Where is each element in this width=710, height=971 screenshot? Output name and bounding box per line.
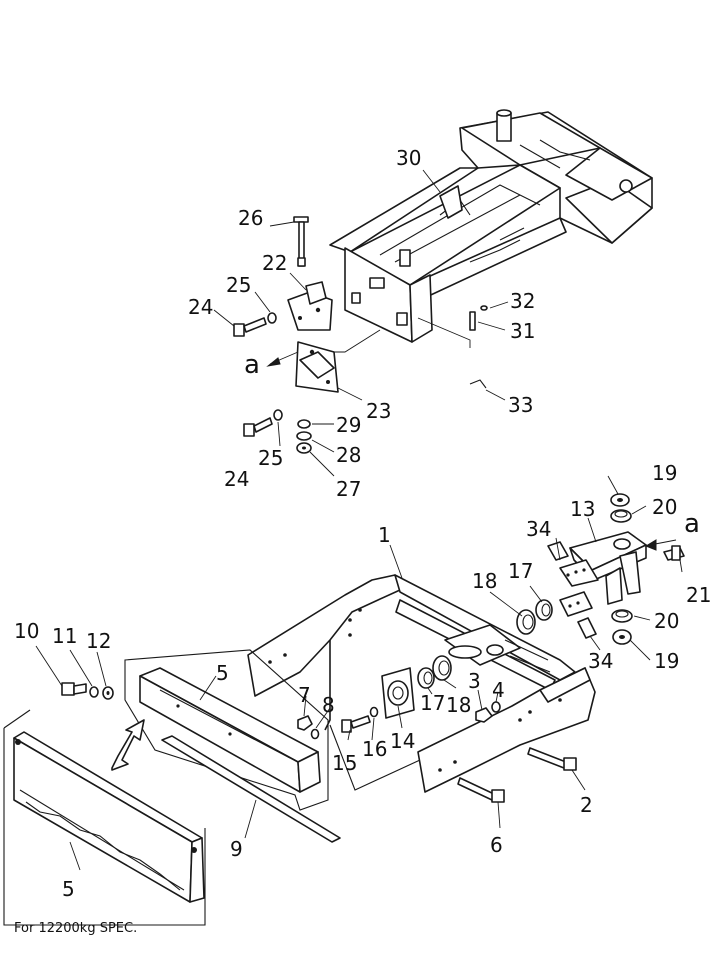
callout-19-upper: 19	[652, 461, 677, 485]
nut-3	[475, 707, 493, 723]
washer-8	[310, 728, 320, 740]
view-mark-a-left: a	[244, 350, 260, 380]
pin-26	[293, 216, 309, 267]
cushion-20-lower	[611, 609, 633, 623]
lower-mount-bracket	[295, 341, 339, 393]
callout-5-option: 5	[62, 877, 75, 901]
washer-25-lower	[273, 409, 283, 421]
callout-20-upper: 20	[652, 495, 677, 519]
cushion-20-upper	[610, 509, 632, 523]
bolt-2	[527, 747, 577, 771]
bolt-24-upper	[233, 317, 267, 337]
callout-15: 15	[332, 751, 357, 775]
nut-stack	[296, 419, 312, 454]
callout-5-bar: 5	[216, 661, 229, 685]
callout-14: 14	[390, 729, 415, 753]
option-box	[3, 709, 206, 926]
leaders-upper	[213, 169, 509, 477]
callout-30: 30	[396, 146, 421, 170]
washer-4	[491, 701, 501, 713]
callout-22: 22	[262, 251, 287, 275]
nut-7	[297, 715, 313, 731]
ring-18-upper	[516, 609, 536, 635]
swap-arrow	[111, 719, 145, 771]
callout-31: 31	[510, 319, 535, 343]
callout-6: 6	[490, 833, 503, 857]
callout-1: 1	[378, 523, 391, 547]
ring-17-lower	[417, 667, 435, 689]
washer-12-hole	[106, 691, 110, 695]
bolt-24-lower	[243, 417, 273, 437]
bar-5-group	[124, 649, 329, 811]
upper-mount-bracket	[287, 281, 333, 331]
callout-26: 26	[238, 206, 263, 230]
cushion-19-lower	[612, 629, 632, 645]
bolt-15	[341, 715, 371, 733]
leaders-lower	[35, 475, 683, 871]
callout-34-upper: 34	[526, 517, 551, 541]
callout-25-upper: 25	[226, 273, 251, 297]
bolt-21	[663, 545, 685, 561]
callout-17-lower: 17	[420, 691, 445, 715]
callout-13: 13	[570, 497, 595, 521]
callout-2: 2	[580, 793, 593, 817]
callout-24-lower: 24	[224, 467, 249, 491]
plate-34-lower	[559, 591, 597, 639]
callout-23: 23	[366, 399, 391, 423]
ring-18-lower	[432, 655, 452, 681]
washer-25-upper	[267, 312, 277, 324]
spec-note: For 12200kg SPEC.	[14, 921, 137, 936]
bolt-10	[61, 682, 87, 696]
main-frame	[329, 109, 653, 353]
callout-25-lower: 25	[258, 446, 283, 470]
callout-9: 9	[230, 837, 243, 861]
callout-33: 33	[508, 393, 533, 417]
callout-21: 21	[686, 583, 710, 607]
callout-12: 12	[86, 629, 111, 653]
washer-16	[369, 706, 379, 718]
sub-frame	[247, 574, 596, 793]
callout-28: 28	[336, 443, 361, 467]
callout-19-lower: 19	[654, 649, 679, 673]
callout-8: 8	[322, 693, 335, 717]
clip-33	[469, 379, 487, 389]
view-mark-a-right: a	[684, 509, 700, 539]
callout-10: 10	[14, 619, 39, 643]
washer-11	[89, 686, 99, 698]
callout-24-upper: 24	[188, 295, 213, 319]
callout-17-upper: 17	[508, 559, 533, 583]
callout-32: 32	[510, 289, 535, 313]
callout-3: 3	[468, 669, 481, 693]
callout-20-lower: 20	[654, 609, 679, 633]
ring-17-upper	[535, 599, 553, 621]
callout-29: 29	[336, 413, 361, 437]
callout-18-upper: 18	[472, 569, 497, 593]
cushion-19-upper	[610, 493, 630, 507]
bar-9	[161, 735, 341, 843]
bearing-14	[381, 667, 415, 719]
bolt-6	[457, 777, 505, 803]
callout-34-lower: 34	[588, 649, 613, 673]
callout-11: 11	[52, 624, 77, 648]
callout-4: 4	[492, 678, 505, 702]
callout-18-lower: 18	[446, 693, 471, 717]
callout-27: 27	[336, 477, 361, 501]
callout-7: 7	[298, 683, 311, 707]
callout-16: 16	[362, 737, 387, 761]
pin-31	[469, 305, 488, 331]
callout-labels: 30 26 22 25 24 a 32 31 33 23 29 28 25 24…	[14, 146, 710, 936]
